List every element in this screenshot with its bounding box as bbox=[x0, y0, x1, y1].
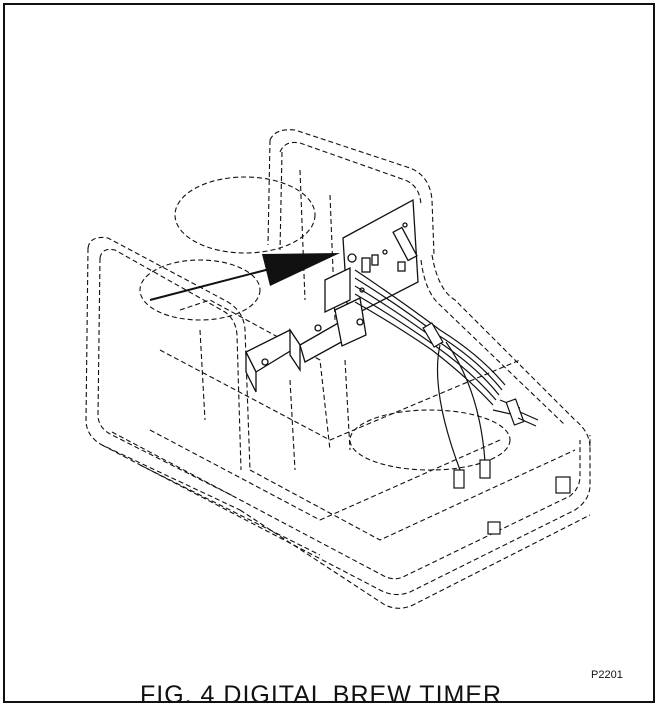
wire-harness bbox=[354, 269, 539, 489]
small-fittings bbox=[487, 476, 571, 535]
timer-circuit-board bbox=[342, 198, 419, 320]
pointer-arrow bbox=[149, 253, 340, 301]
part-number-label: P2201 bbox=[591, 669, 623, 681]
mounting-bracket bbox=[245, 266, 367, 393]
figure-caption: FIG. 4 DIGITAL BREW TIMER bbox=[140, 681, 503, 709]
brewer-housing-outline bbox=[85, 129, 591, 609]
